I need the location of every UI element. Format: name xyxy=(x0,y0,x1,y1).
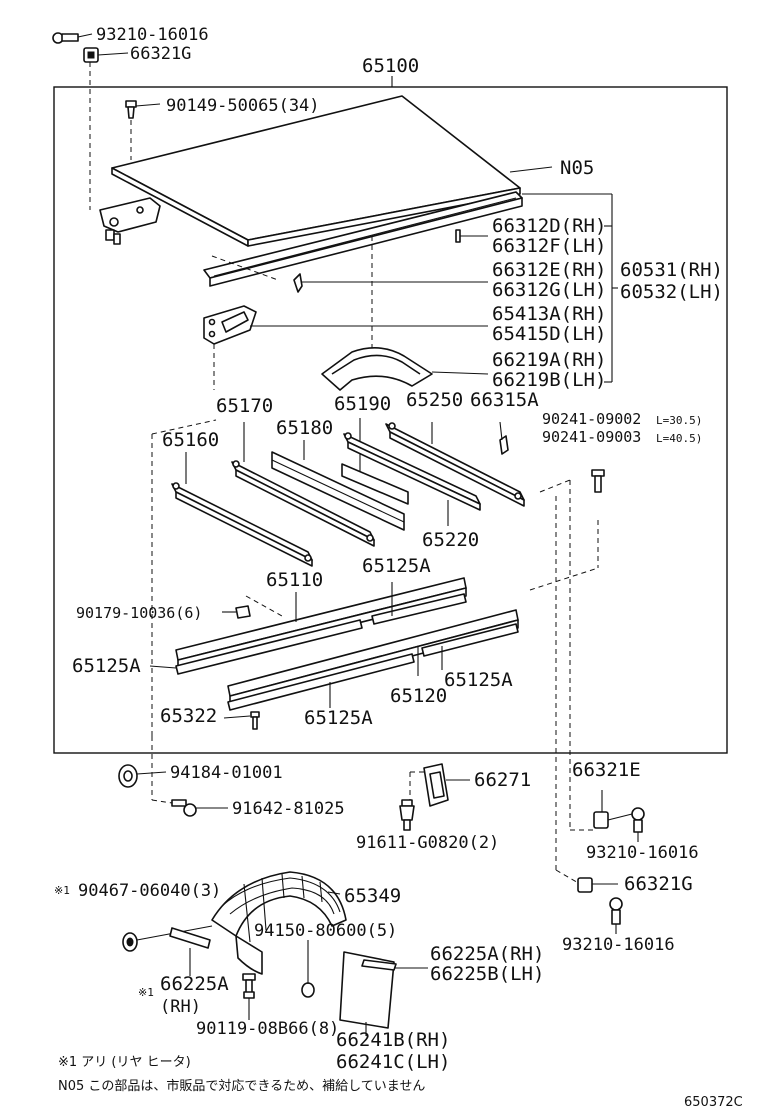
shim-65125A xyxy=(175,593,519,711)
figure-code: 650372C xyxy=(684,1095,743,1110)
label-93210-16016-lower: 93210-16016 xyxy=(562,935,675,955)
bolt-icon xyxy=(242,973,256,999)
cross-member-65190 xyxy=(341,463,409,505)
clip-icon xyxy=(499,435,509,455)
label-65190: 65190 xyxy=(334,393,391,415)
label-65100: 65100 xyxy=(362,55,419,77)
label-65125A-3: 65125A xyxy=(444,669,513,691)
label-90241-09003-length: L=40.5) xyxy=(656,432,702,445)
label-94184-01001: 94184-01001 xyxy=(170,763,283,783)
label-60532: 60532(LH) xyxy=(620,281,723,303)
label-66321E: 66321E xyxy=(572,759,641,781)
label-66225A-RH: 66225A(RH) xyxy=(430,943,544,965)
clip-icon xyxy=(293,273,303,293)
clip-icon xyxy=(122,932,138,952)
label-66315A: 66315A xyxy=(470,389,539,411)
nut-icon xyxy=(301,982,315,998)
label-66241C: 66241C(LH) xyxy=(336,1051,450,1073)
label-91642-81025: 91642-81025 xyxy=(232,799,345,819)
flap-plate-66225A-small xyxy=(169,927,211,949)
label-90241-09002-length: L=30.5) xyxy=(656,414,702,427)
label-66219B: 66219B(LH) xyxy=(492,369,606,391)
cross-member-65160 xyxy=(171,482,313,567)
label-65322: 65322 xyxy=(160,705,217,727)
clip-nut-icon xyxy=(577,877,593,893)
grommet-icon xyxy=(118,764,138,788)
pin-icon xyxy=(455,229,461,243)
cross-member-65170 xyxy=(231,460,375,547)
label-66225A-rh: (RH) xyxy=(160,997,201,1017)
clip-nut-icon xyxy=(83,47,99,63)
label-66312D: 66312D(RH) xyxy=(492,215,606,237)
corner-bracket-65413A xyxy=(203,305,257,345)
bolt-icon xyxy=(631,807,645,833)
label-66321G: 66321G xyxy=(130,44,191,64)
label-66225B-LH: 66225B(LH) xyxy=(430,963,544,985)
label-90119-08B66: 90119-08B66(8) xyxy=(196,1019,339,1039)
label-93210-16016-mid: 93210-16016 xyxy=(586,843,699,863)
screw-icon xyxy=(125,100,137,119)
label-65120: 65120 xyxy=(390,685,447,707)
bolt-icon xyxy=(52,32,79,44)
cross-member-65250 xyxy=(385,422,525,507)
stud-bolt-icon xyxy=(399,799,415,831)
label-66312F: 66312F(LH) xyxy=(492,235,606,257)
clip-nut-icon xyxy=(593,811,609,829)
label-66321G-lower: 66321G xyxy=(624,873,693,895)
label-65125A-2: 65125A xyxy=(72,655,141,677)
label-N05: N05 xyxy=(560,157,594,179)
label-65125A-1: 65125A xyxy=(362,555,431,577)
label-65170: 65170 xyxy=(216,395,273,417)
bolt-icon xyxy=(591,469,605,493)
bolt-icon xyxy=(171,799,197,817)
label-90467-06040: 90467-06040(3) xyxy=(78,881,221,901)
label-66241B: 66241B(RH) xyxy=(336,1029,450,1051)
label-65250: 65250 xyxy=(406,389,463,411)
label-65349: 65349 xyxy=(344,885,401,907)
label-66312E: 66312E(RH) xyxy=(492,259,606,281)
label-90241-09002: 90241-09002 xyxy=(542,410,641,428)
label-66219A: 66219A(RH) xyxy=(492,349,606,371)
mounting-plate-66271 xyxy=(423,763,449,807)
wheel-arch-panel-66219 xyxy=(321,347,433,391)
note-2: N05 この部品は、市販品で対応できるため、補給していません xyxy=(58,1078,425,1094)
label-90179-10036: 90179-10036(6) xyxy=(76,604,202,622)
label-65180: 65180 xyxy=(276,417,333,439)
nut-icon xyxy=(235,605,251,619)
cross-member-65180 xyxy=(271,451,405,531)
label-65160: 65160 xyxy=(162,429,219,451)
cross-member-65220 xyxy=(343,432,481,511)
mud-fender-65349 xyxy=(211,871,347,975)
label-91611-G0820: 91611-G0820(2) xyxy=(356,833,499,853)
bolt-icon xyxy=(609,897,623,925)
side-rail-60531 xyxy=(203,191,523,287)
label-66225A-mark: ※1 xyxy=(138,986,154,999)
label-94150-80600: 94150-80600(5) xyxy=(254,921,397,941)
label-65413A: 65413A(RH) xyxy=(492,303,606,325)
deck-board-N05 xyxy=(111,95,521,247)
hinge-bracket xyxy=(99,197,161,245)
label-60531: 60531(RH) xyxy=(620,259,723,281)
label-65110: 65110 xyxy=(266,569,323,591)
mud-flap-66241B xyxy=(339,951,397,1029)
label-65220: 65220 xyxy=(422,529,479,551)
label-66312G: 66312G(LH) xyxy=(492,279,606,301)
label-93210-16016: 93210-16016 xyxy=(96,25,209,45)
label-90241-09003: 90241-09003 xyxy=(542,428,641,446)
note-1: ※1 アリ (リヤ ヒータ) xyxy=(58,1055,191,1070)
label-66271: 66271 xyxy=(474,769,531,791)
assembly-box-65100 xyxy=(53,86,728,754)
label-66225A: 66225A xyxy=(160,973,229,995)
label-65415D: 65415D(LH) xyxy=(492,323,606,345)
bolt-icon xyxy=(250,711,260,730)
label-65125A-4: 65125A xyxy=(304,707,373,729)
label-90149-50065: 90149-50065(34) xyxy=(166,96,320,116)
label-90467-mark: ※1 xyxy=(54,884,70,897)
